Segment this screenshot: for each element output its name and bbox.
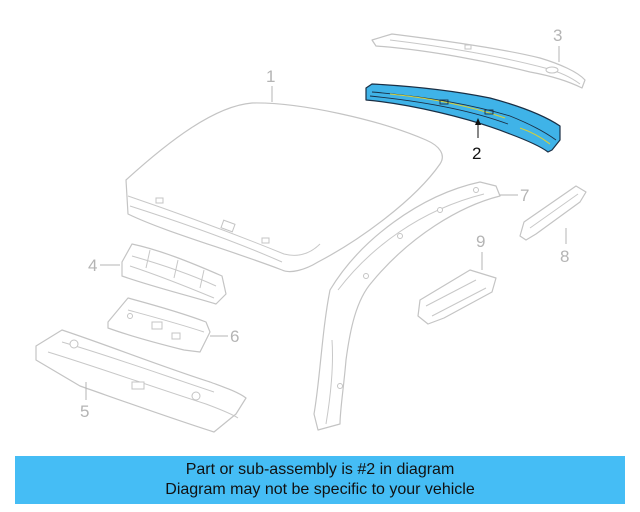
- part-8-bracket[interactable]: [519, 185, 587, 241]
- callout-1: 1: [266, 67, 275, 102]
- callout-6: 6: [210, 327, 239, 346]
- part-5-rear-bow[interactable]: [35, 329, 247, 433]
- callout-2: 2: [472, 118, 481, 163]
- callout-label-3: 3: [553, 26, 562, 45]
- part-2-roof-rail-highlighted[interactable]: [365, 83, 561, 153]
- info-banner: Part or sub-assembly is #2 in diagram Di…: [15, 456, 625, 504]
- parts-diagram: 1 2 3 4 5 6 7 8 9: [35, 26, 587, 433]
- callout-label-9: 9: [476, 232, 485, 251]
- part-1-roof-panel[interactable]: [125, 102, 443, 273]
- part-4-crossmember[interactable]: [121, 243, 227, 305]
- callout-label-1: 1: [266, 67, 275, 86]
- part-6-header-panel[interactable]: [107, 297, 211, 353]
- callout-4: 4: [88, 256, 120, 275]
- banner-line-1: Part or sub-assembly is #2 in diagram: [185, 461, 455, 478]
- part-9-bracket[interactable]: [417, 269, 497, 325]
- part-7-pillar[interactable]: [313, 181, 501, 431]
- callout-5: 5: [80, 382, 89, 421]
- callout-label-7: 7: [520, 186, 529, 205]
- callout-label-2: 2: [472, 144, 481, 163]
- callout-label-6: 6: [230, 327, 239, 346]
- callout-9: 9: [476, 232, 485, 270]
- callout-label-5: 5: [80, 402, 89, 421]
- callout-7: 7: [500, 186, 529, 205]
- callout-label-8: 8: [560, 247, 569, 266]
- callout-3: 3: [553, 26, 562, 62]
- callout-label-4: 4: [88, 256, 97, 275]
- banner-line-2: Diagram may not be specific to your vehi…: [165, 481, 475, 498]
- callout-8: 8: [560, 228, 569, 266]
- part-3-roof-rail[interactable]: [371, 33, 586, 89]
